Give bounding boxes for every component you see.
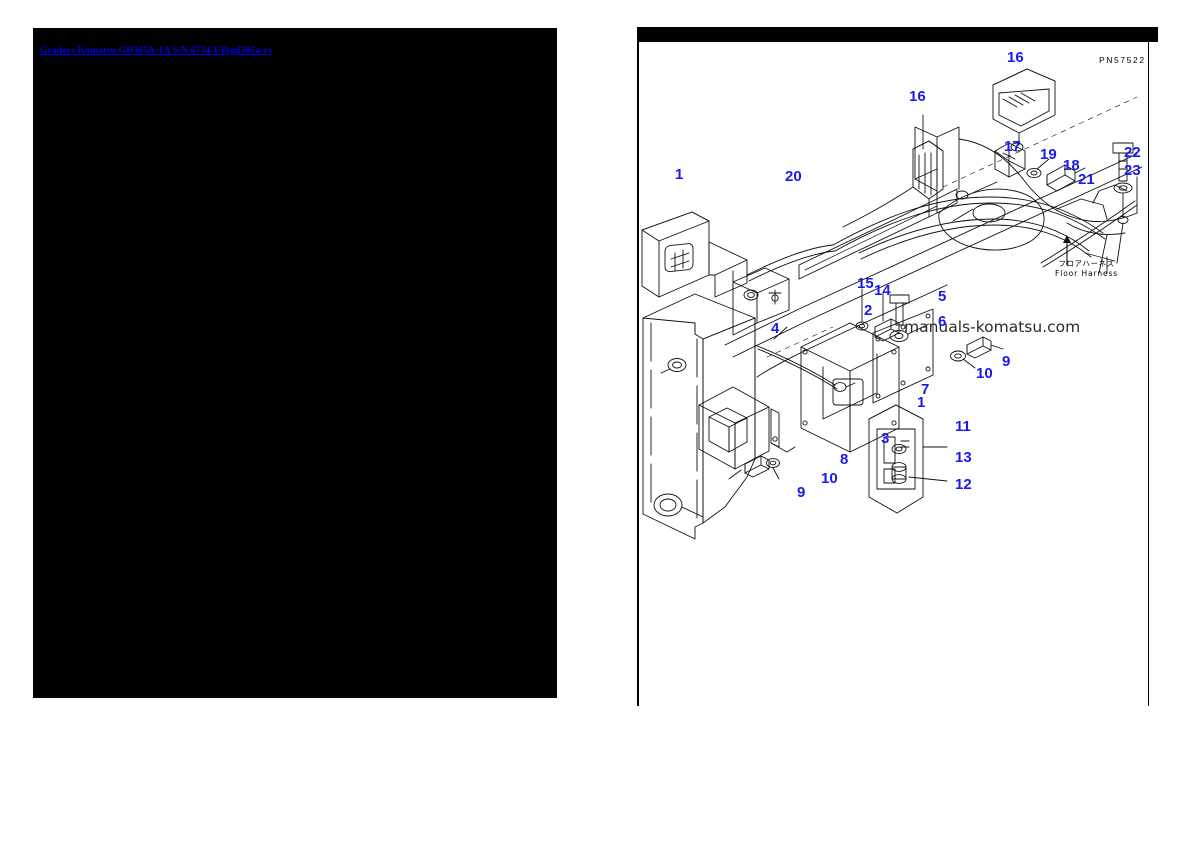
callout-number-21: 21 <box>1078 171 1095 188</box>
callout-number-8: 8 <box>840 451 849 468</box>
callout-number-19: 19 <box>1040 146 1057 163</box>
callout-number-10: 10 <box>976 365 993 382</box>
callout-number-2: 2 <box>864 302 873 319</box>
callout-number-12: 12 <box>955 476 972 493</box>
callout-number-17: 17 <box>1004 138 1021 155</box>
diagram-top-black-bar <box>637 27 1158 42</box>
callout-number-20: 20 <box>785 168 802 185</box>
callout-number-16: 16 <box>909 88 926 105</box>
parts-diagram-panel: PN57522 フロアハーネス Floor Harness manuals-ko… <box>637 27 1158 706</box>
catalog-black-panel: Graders Komatsu GD305A-1A S/N 6734-UP(gd… <box>33 28 557 698</box>
site-watermark: manuals-komatsu.com <box>904 318 1081 336</box>
callout-number-1: 1 <box>675 166 684 183</box>
callout-number-4: 4 <box>771 320 780 337</box>
callout-number-23: 23 <box>1124 162 1141 179</box>
catalog-title-link[interactable]: Graders Komatsu GD305A-1A S/N 6734-UP(gd… <box>40 46 272 56</box>
technical-line-drawing <box>641 68 1143 540</box>
callout-number-11: 11 <box>955 418 971 435</box>
floor-harness-label-en: Floor Harness <box>1055 269 1119 279</box>
callout-number-22: 22 <box>1124 144 1141 161</box>
callout-number-1: 1 <box>917 394 926 411</box>
callout-number-9: 9 <box>797 484 806 501</box>
callout-number-14: 14 <box>874 282 891 299</box>
floor-harness-label: フロアハーネス Floor Harness <box>1055 259 1118 279</box>
callout-number-15: 15 <box>857 275 874 292</box>
callout-number-10: 10 <box>821 470 838 487</box>
callout-number-3: 3 <box>881 430 890 447</box>
callout-number-16: 16 <box>1007 49 1024 66</box>
callout-number-7: 7 <box>921 381 930 398</box>
callout-number-5: 5 <box>938 288 947 305</box>
callout-number-13: 13 <box>955 449 972 466</box>
callout-number-6: 6 <box>938 313 947 330</box>
callout-number-9: 9 <box>1002 353 1011 370</box>
part-number-label: PN57522 <box>1099 55 1146 65</box>
diagram-left-border-rule <box>637 42 639 706</box>
callout-number-18: 18 <box>1063 157 1080 174</box>
floor-harness-label-jp: フロアハーネス <box>1058 259 1115 268</box>
diagram-right-border-rule <box>1148 42 1150 706</box>
